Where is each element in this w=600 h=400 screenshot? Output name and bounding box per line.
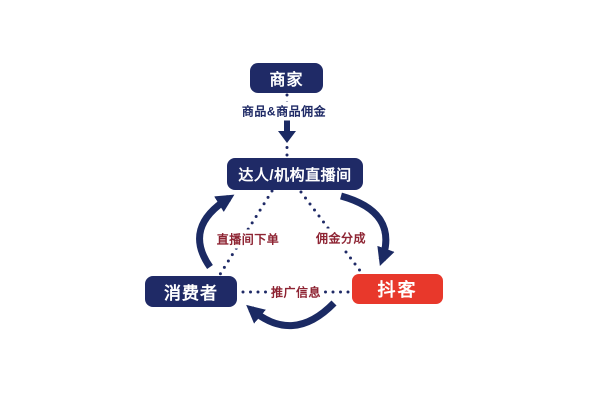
node-douke: 抖客 <box>352 274 443 304</box>
edge-label-promotion-info: 推广信息 <box>267 282 325 302</box>
node-live-room: 达人/机构直播间 <box>227 158 363 190</box>
curved-arrow-consumer-to-liveroom <box>196 194 235 270</box>
edge-label-liveroom-order: 直播间下单 <box>213 229 283 249</box>
curved-arrow-douke-to-consumer <box>246 300 337 330</box>
node-consumer: 消费者 <box>145 276 237 307</box>
edge-label-commission-split: 佣金分成 <box>312 228 370 248</box>
dotted-line-liveroom-consumer <box>217 189 274 278</box>
down-arrow-icon <box>278 120 296 143</box>
edge-label-products-commission: 商品&商品佣金 <box>238 101 330 121</box>
curved-arrow-liveroom-to-douke <box>340 192 395 267</box>
node-merchant: 商家 <box>250 63 323 93</box>
dotted-line-liveroom-douke <box>299 190 363 274</box>
